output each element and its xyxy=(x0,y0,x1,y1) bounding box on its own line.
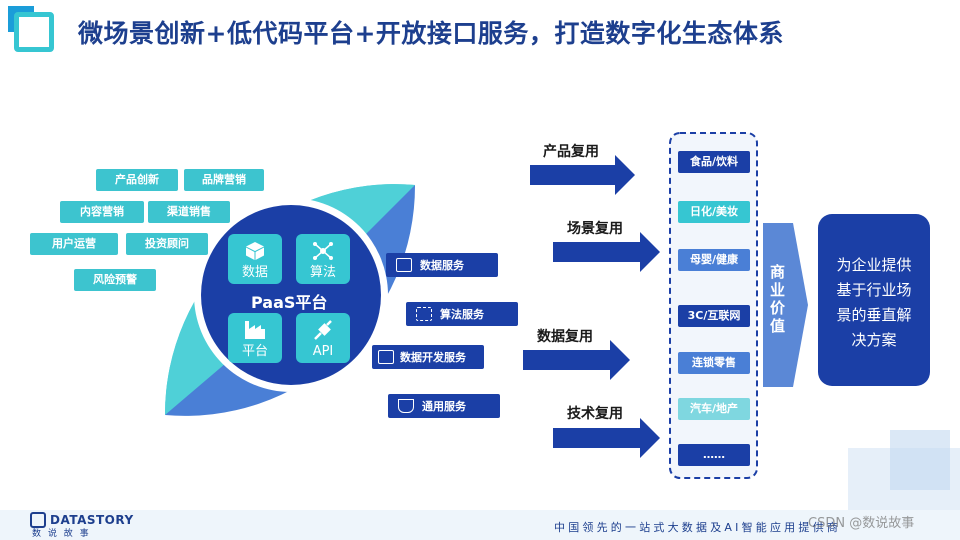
reuse-tech-label: 技术复用 xyxy=(567,406,623,422)
tile-api[interactable]: API xyxy=(296,313,350,363)
solution-box xyxy=(818,214,930,386)
service-data-dev-label: 数据开发服务 xyxy=(400,351,466,364)
tile-platform[interactable]: 平台 xyxy=(228,313,282,363)
tag-content-marketing[interactable]: 内容营销 xyxy=(60,201,144,223)
business-value-arrow xyxy=(763,223,808,387)
reuse-product-label: 产品复用 xyxy=(543,144,599,160)
industry-more[interactable]: …… xyxy=(678,444,750,466)
service-data-dev[interactable]: 数据开发服务 xyxy=(372,345,484,369)
footer-brand: DATASTORY xyxy=(30,512,134,528)
tag-risk-warning[interactable]: 风险预警 xyxy=(74,269,156,291)
business-value-label: 商业价值 xyxy=(770,263,786,335)
service-general-label: 通用服务 xyxy=(422,400,466,413)
industry-food[interactable]: 食品/饮料 xyxy=(678,151,750,173)
service-algorithm-label: 算法服务 xyxy=(440,308,484,321)
tag-user-operations[interactable]: 用户运营 xyxy=(30,233,118,255)
footer-slogan: 中国领先的一站式大数据及AI智能应用提供商 xyxy=(554,521,841,534)
service-data-label: 数据服务 xyxy=(420,259,464,272)
tag-product-innovation[interactable]: 产品创新 xyxy=(96,169,178,191)
tag-channel-sales[interactable]: 渠道销售 xyxy=(148,201,230,223)
logo-mark xyxy=(8,6,56,54)
app-store-title: App Store xyxy=(244,142,340,162)
paas-title: PaaS平台 xyxy=(251,293,328,312)
footer-brand-cn: 数 说 故 事 xyxy=(32,529,91,539)
tile-api-label: API xyxy=(312,344,334,359)
factory-icon xyxy=(245,321,265,339)
cube-icon xyxy=(246,242,264,260)
data-service-icon xyxy=(396,258,412,272)
reuse-scene-label: 场景复用 xyxy=(567,221,623,237)
reuse-data-label: 数据复用 xyxy=(537,329,593,345)
service-general[interactable]: 通用服务 xyxy=(388,394,500,418)
service-data[interactable]: 数据服务 xyxy=(386,253,498,277)
industry-cosmetics[interactable]: 日化/美妆 xyxy=(678,201,750,223)
watermark: CSDN @数说故事 xyxy=(808,516,915,531)
tag-investment-advisor[interactable]: 投资顾问 xyxy=(126,233,208,255)
tile-platform-label: 平台 xyxy=(241,344,268,359)
industry-maternal[interactable]: 母婴/健康 xyxy=(678,249,750,271)
network-icon xyxy=(313,242,333,260)
reuse-arrows xyxy=(523,155,660,458)
industry-retail[interactable]: 连锁零售 xyxy=(678,352,750,374)
open-platform-title: 开放平台 xyxy=(265,434,330,453)
solution-text: 为企业提供基于行业场景的垂直解决方案 xyxy=(836,256,912,349)
service-algorithm[interactable]: 算法服务 xyxy=(406,302,518,326)
industry-3c[interactable]: 3C/互联网 xyxy=(678,305,750,327)
brand-name: DATASTORY xyxy=(50,513,134,527)
industry-auto[interactable]: 汽车/地产 xyxy=(678,398,750,420)
tile-data[interactable]: 数据 xyxy=(228,234,282,284)
tag-brand-marketing[interactable]: 品牌营销 xyxy=(184,169,264,191)
tile-algorithm[interactable]: 算法 xyxy=(296,234,350,284)
brand-logo-icon xyxy=(30,512,46,528)
page-title: 微场景创新+低代码平台+开放接口服务，打造数字化生态体系 xyxy=(78,19,784,48)
filter-icon xyxy=(398,399,414,413)
tile-algorithm-label: 算法 xyxy=(309,265,336,280)
plug-icon xyxy=(314,320,332,340)
tile-data-label: 数据 xyxy=(241,265,268,280)
app-icon xyxy=(378,350,394,364)
algorithm-service-icon xyxy=(416,307,432,321)
